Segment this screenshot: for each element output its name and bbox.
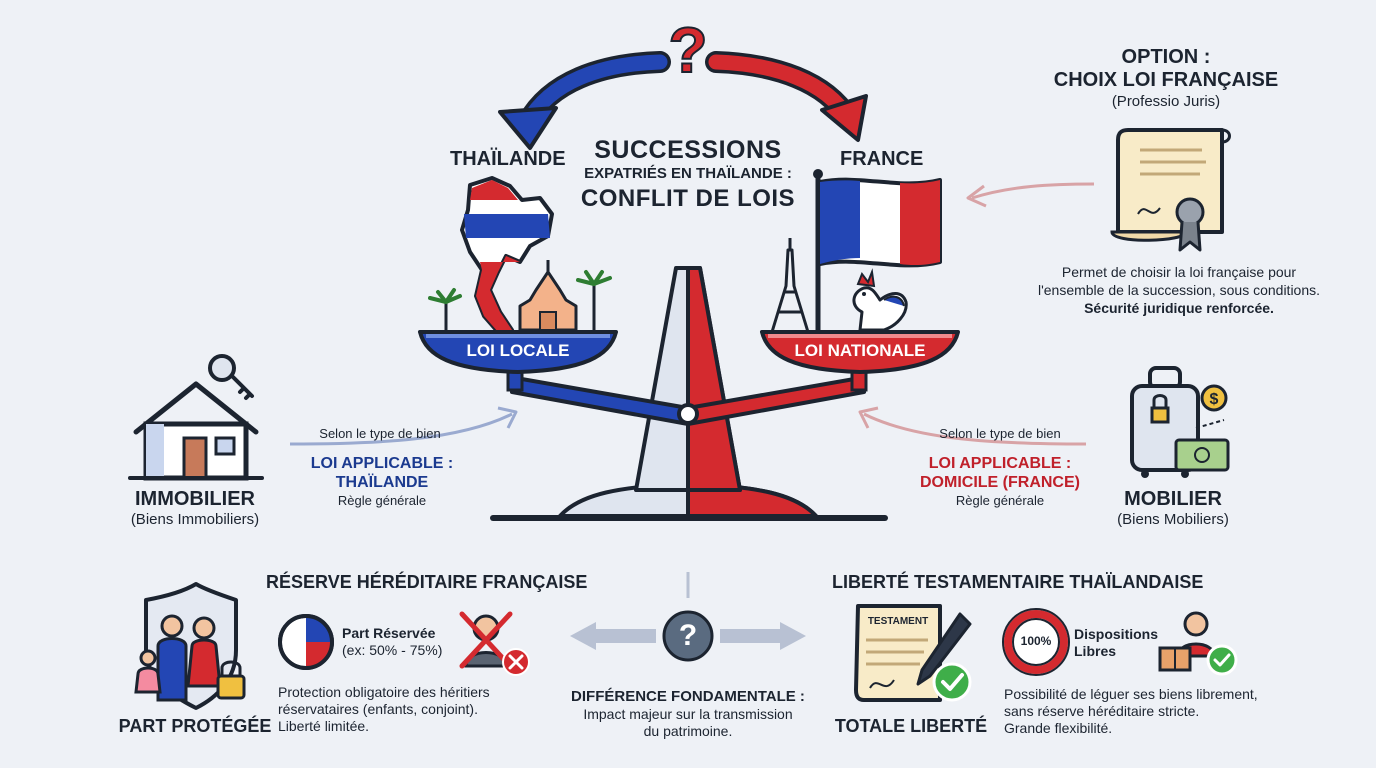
option-desc-line3: Sécurité juridique renforcée. <box>1084 300 1274 316</box>
right-connector-arrow <box>858 406 1087 446</box>
country-thailand: THAÏLANDE <box>450 148 566 170</box>
reserve-part-example: (ex: 50% - 75%) <box>342 642 443 658</box>
svg-text:$: $ <box>1210 391 1219 408</box>
title-line2: EXPATRIÉS EN THAÏLANDE : <box>584 165 792 182</box>
dispositions-line1: Dispositions <box>1074 626 1159 642</box>
dispositions-line2: Libres <box>1074 643 1117 659</box>
pan-label-national-law: LOI NATIONALE <box>794 341 926 360</box>
immobilier-law-line2: THAÏLANDE <box>335 474 429 491</box>
immobilier-law: LOI APPLICABLE : THAÏLANDE Règle général… <box>278 454 486 509</box>
title-line3: CONFLIT DE LOIS <box>580 185 796 212</box>
title-line1: SUCCESSIONS <box>594 136 782 164</box>
testament-label: TESTAMENT <box>867 616 929 627</box>
pen-icon <box>916 612 972 686</box>
liberte-desc-line3: Grande flexibilité. <box>1004 720 1113 736</box>
dispositions-libres: Dispositions Libres <box>1074 626 1158 660</box>
reserved-share-pie-icon <box>278 614 334 670</box>
left-connector-arrow <box>289 406 518 446</box>
option-line3: (Professio Juris) <box>1111 93 1221 110</box>
mobilier-title: MOBILIER <box>1124 488 1222 510</box>
scroll-certificate-icon <box>1110 128 1231 252</box>
house-with-key-icon <box>128 354 264 481</box>
difference-block: DIFFÉRENCE FONDAMENTALE : Impact majeur … <box>560 688 816 740</box>
immobilier-title: IMMOBILIER <box>135 488 255 510</box>
suitcase-money-icon: $ <box>1130 366 1230 478</box>
liberte-description: Possibilité de léguer ses biens libremen… <box>1004 686 1258 737</box>
gallic-rooster-icon <box>852 268 908 332</box>
mobilier-rule: Règle générale <box>955 493 1045 508</box>
blue-curved-arrow <box>498 51 671 150</box>
person-gift-icon <box>1158 611 1238 676</box>
country-france: FRANCE <box>840 148 924 170</box>
reserve-heading: RÉSERVE HÉRÉDITAIRE FRANÇAISE <box>266 572 588 592</box>
immobilier-subtitle: (Biens Immobiliers) <box>130 511 260 528</box>
reserve-desc-line2: réservataires (enfants, conjoint). <box>278 701 478 717</box>
difference-question-mark: ? <box>678 619 698 652</box>
liberte-heading: LIBERTÉ TESTAMENTAIRE THAÏLANDAISE <box>832 572 1204 592</box>
full-freedom-ring-icon <box>1002 608 1070 676</box>
thai-temple-icon <box>518 260 578 332</box>
liberte-desc-line1: Possibilité de léguer ses biens libremen… <box>1004 686 1258 702</box>
pan-label-local-law: LOI LOCALE <box>466 341 570 360</box>
option-desc-line1: Permet de choisir la loi française pour <box>1061 264 1297 280</box>
immobilier-rule: Règle générale <box>337 493 427 508</box>
difference-desc-line2: du patrimoine. <box>643 723 733 739</box>
check-icon <box>932 662 972 702</box>
family-shield-icon <box>134 582 246 710</box>
question-mark: ? <box>667 14 708 86</box>
main-title: SUCCESSIONS EXPATRIÉS EN THAÏLANDE : CON… <box>558 136 818 214</box>
balance-scale <box>418 266 960 521</box>
option-connector-arrow <box>966 182 1095 208</box>
reserve-caption: PART PROTÉGÉE <box>118 716 272 736</box>
thailand-map-icon <box>460 176 554 334</box>
red-curved-arrow <box>705 51 868 142</box>
option-description: Permet de choisir la loi française pour … <box>1006 263 1352 317</box>
french-flag-icon <box>813 169 942 333</box>
immobilier-arrow-label: Selon le type de bien <box>319 426 441 441</box>
excluded-heir-icon <box>459 611 530 676</box>
freedom-percent: 100% <box>1020 634 1052 648</box>
option-title: OPTION : CHOIX LOI FRANÇAISE (Professio … <box>1036 46 1296 112</box>
immobilier-law-line1: LOI APPLICABLE : <box>310 455 454 472</box>
difference-title: DIFFÉRENCE FONDAMENTALE : <box>571 688 805 705</box>
option-line2: CHOIX LOI FRANÇAISE <box>1053 69 1279 91</box>
difference-desc-line1: Impact majeur sur la transmission <box>583 706 793 722</box>
reserve-description: Protection obligatoire des héritiers rés… <box>278 684 490 735</box>
option-line1: OPTION : <box>1121 46 1211 68</box>
liberte-desc-line2: sans réserve héréditaire stricte. <box>1004 703 1200 719</box>
reserve-desc-line1: Protection obligatoire des héritiers <box>278 684 490 700</box>
mobilier-law: LOI APPLICABLE : DOMICILE (FRANCE) Règle… <box>896 454 1104 509</box>
eiffel-tower-icon <box>770 238 810 334</box>
option-desc-line2: l'ensemble de la succession, sous condit… <box>1037 282 1321 298</box>
reserve-desc-line3: Liberté limitée. <box>278 718 370 734</box>
reserve-part-title: Part Réservée <box>342 625 436 641</box>
mobilier-arrow-label: Selon le type de bien <box>939 426 1061 441</box>
mobilier-law-line2: DOMICILE (FRANCE) <box>920 474 1080 491</box>
immobilier-caption: IMMOBILIER (Biens Immobiliers) <box>100 488 290 528</box>
center-divider <box>570 572 806 662</box>
mobilier-law-line1: LOI APPLICABLE : <box>928 455 1072 472</box>
palm-tree-icon <box>428 270 612 330</box>
mobilier-caption: MOBILIER (Biens Mobiliers) <box>1090 488 1256 528</box>
mobilier-subtitle: (Biens Mobiliers) <box>1117 511 1229 528</box>
liberte-caption: TOTALE LIBERTÉ <box>834 716 988 736</box>
reserve-part: Part Réservée (ex: 50% - 75%) <box>342 625 442 659</box>
